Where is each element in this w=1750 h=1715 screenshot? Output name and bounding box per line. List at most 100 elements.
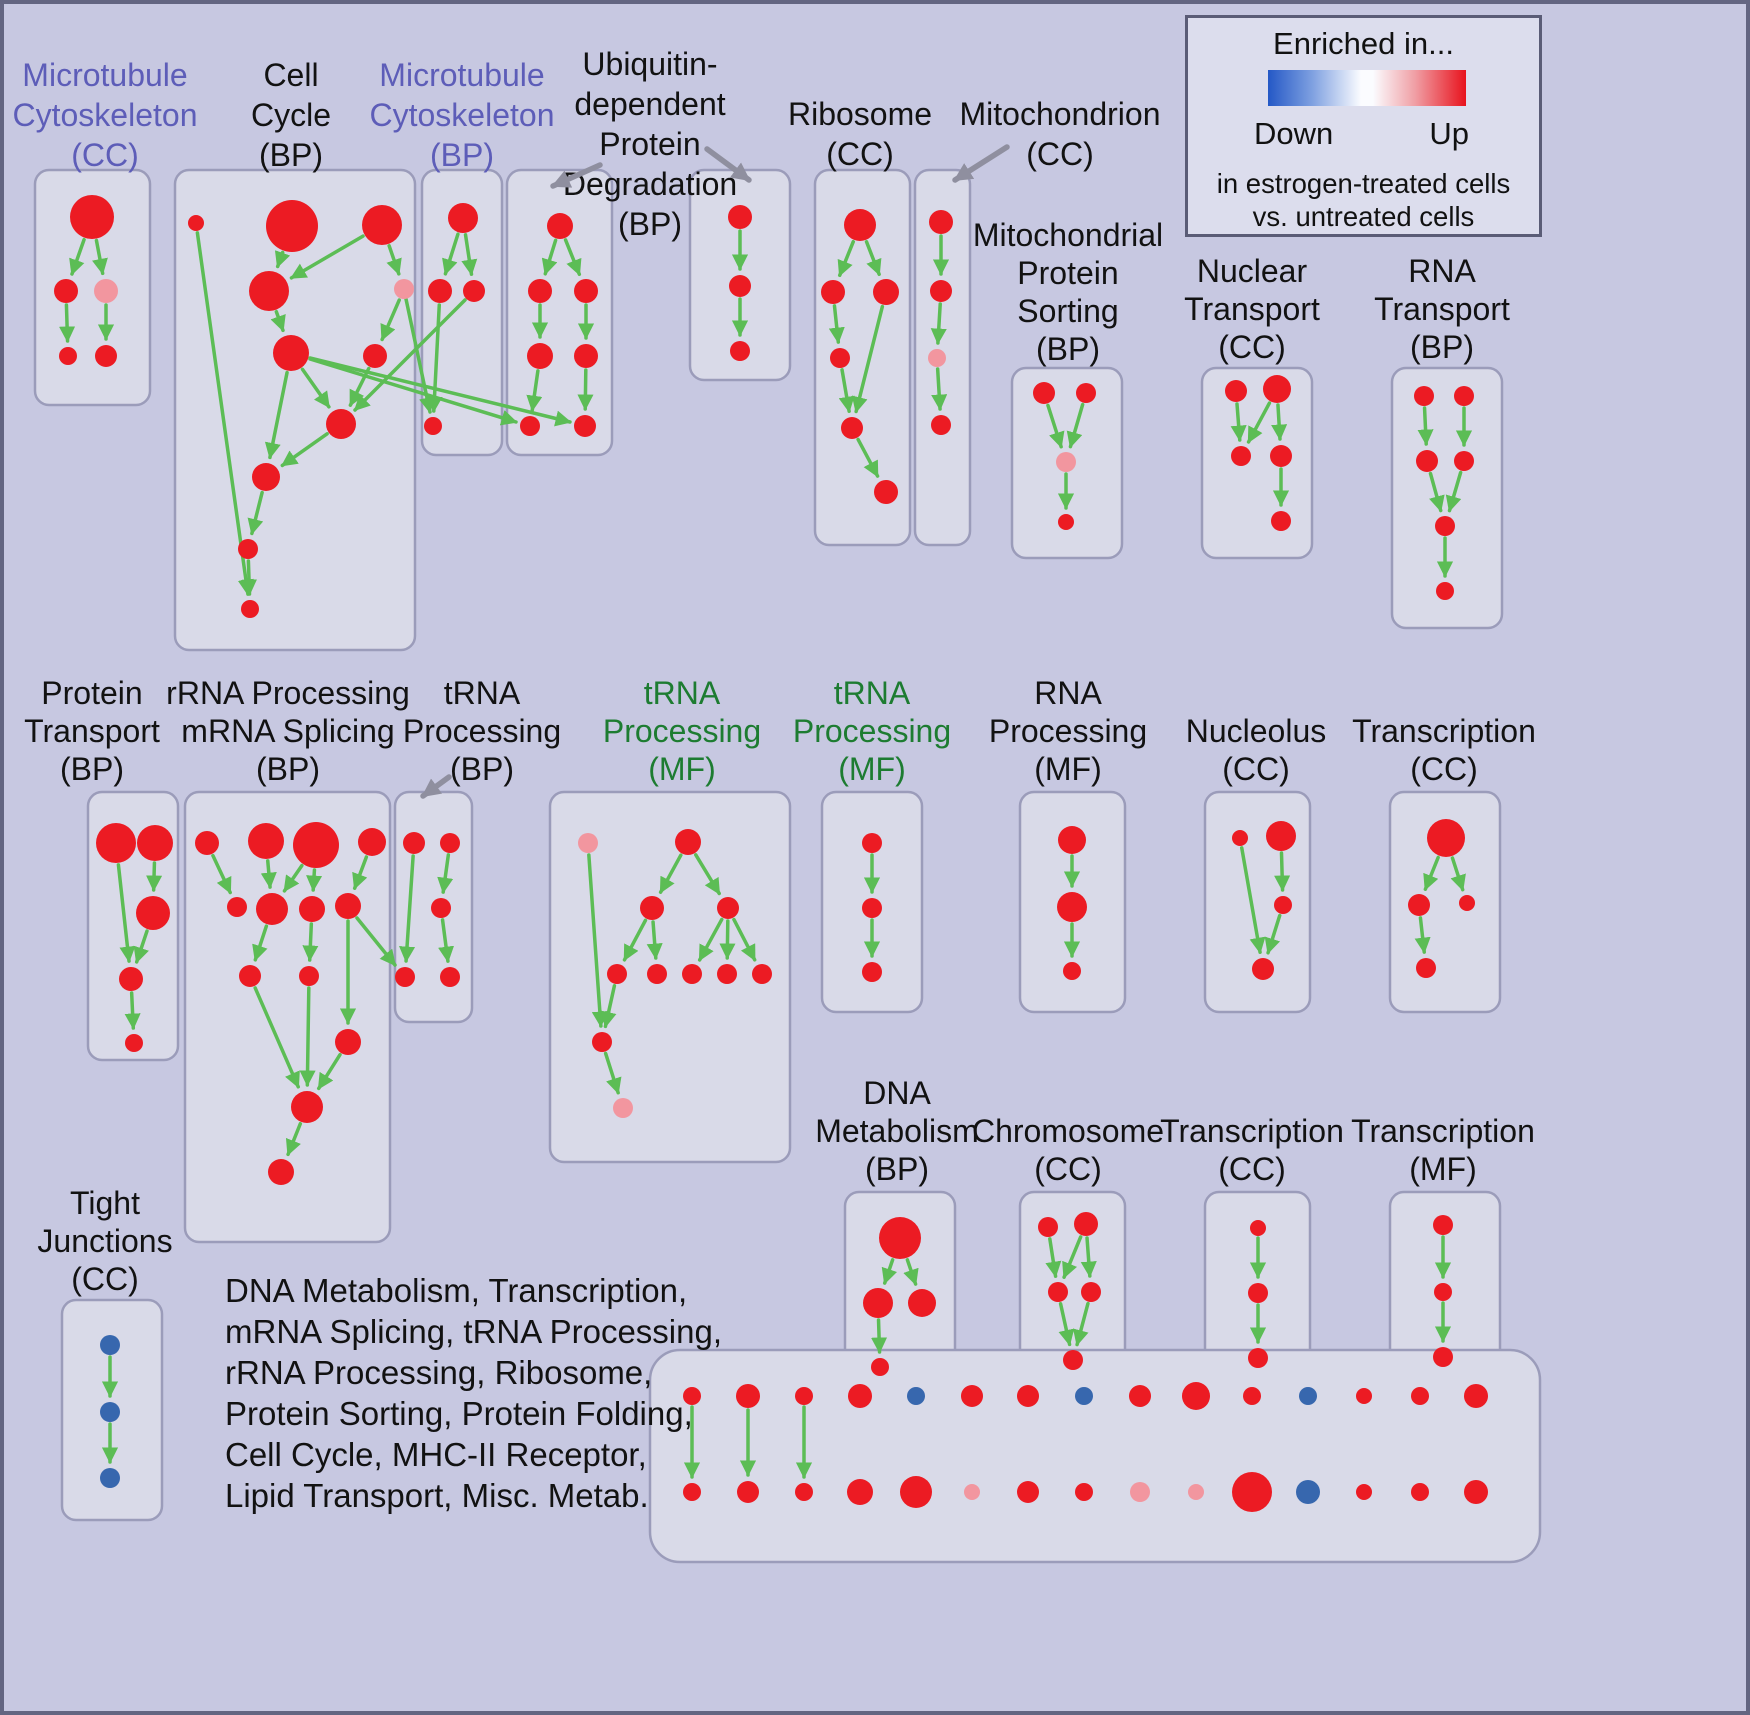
edge-microtubule-bp [442,232,460,276]
go-term-node-up [424,417,442,435]
cross-cluster-edge [404,297,435,414]
color-legend: Enriched in... Down Up in estrogen-treat… [1185,15,1542,237]
edges-layer [59,229,1473,1479]
go-term-node-pink [928,349,946,367]
edge-chromosome [1062,1235,1083,1279]
cross-cluster-edge [355,916,397,967]
label-transcription-cc-row3: Transcription(CC) [1160,1113,1344,1187]
edge-trna-processing-mf-large [587,853,608,1028]
go-term-node-up [640,896,664,920]
edge-cell-cycle [264,370,289,460]
go-term-node-up [54,279,78,303]
edge-rrna-mrna-splicing [299,986,316,1087]
go-term-node-up [862,962,882,982]
edge-rrna-mrna-splicing [352,855,369,890]
go-term-node-up [874,480,898,504]
go-term-node-pink [1056,452,1076,472]
go-term-node-up [863,1288,893,1318]
go-term-node-up [335,1029,361,1055]
edge-trna-processing-mf-large [622,918,648,962]
go-term-node-up [1416,450,1438,472]
edge-transcription-cc-row2 [1450,856,1466,892]
go-term-node-up [1250,1220,1266,1236]
go-term-node-up [574,344,598,368]
edge-transcription-cc-row2 [1414,916,1431,954]
edge-mito-protein-sorting [1046,403,1065,449]
edge-trna-processing-mf-large [719,919,736,960]
go-term-node-up [1433,1347,1453,1367]
go-term-node-up [1038,1217,1058,1237]
go-term-node-up [574,279,598,303]
go-term-node-up [1271,511,1291,531]
edge-trna-processing-bp [399,854,416,963]
go-term-node-up [70,195,114,239]
edge-ribosome [856,437,880,478]
edge-trna-processing-bp [437,853,454,894]
go-term-node-up [1017,1481,1039,1503]
go-term-node-up [1464,1480,1488,1504]
edge-trna-processing-mf-large [600,983,617,1029]
edge-protein-transport [124,991,141,1030]
edge-trna-processing-mf-large [658,853,683,894]
cluster-box-nuclear-transport [1200,366,1314,560]
edge-rrna-mrna-splicing [252,924,269,962]
edge-cell-cycle [289,234,365,280]
edge-cell-cycle [270,309,286,333]
go-term-node-up [1048,1282,1068,1302]
go-term-node-up [1232,1472,1272,1512]
cross-cluster-edge [308,357,518,426]
go-term-node-down [1075,1387,1093,1405]
go-term-node-up [675,829,701,855]
go-term-node-up [440,833,460,853]
go-term-node-up [547,213,573,239]
go-term-node-up [795,1483,813,1501]
cluster-box-microtubule-bp [420,168,504,457]
edge-protein-transport [116,863,136,963]
go-term-node-up [1454,451,1474,471]
go-term-node-up [527,343,553,369]
go-term-node-up [1434,1283,1452,1301]
go-term-node-up [1411,1387,1429,1405]
edge-cell-cycle [300,367,331,409]
go-term-node-up [395,967,415,987]
cross-cluster-edge [353,298,467,412]
legend-up-label: Up [1429,116,1469,151]
go-term-node-up [363,344,387,368]
go-term-node-up [931,415,951,435]
edge-rna-transport [1417,406,1434,446]
edge-nuclear-transport [1230,402,1247,442]
go-term-node-down [100,1335,120,1355]
edge-rrna-mrna-splicing [260,859,277,889]
edge-ubiquitin-a [577,368,594,411]
label-pointer-arrow [550,162,603,189]
go-term-node-up [1408,894,1430,916]
edge-trna-processing-mf-large [603,1051,622,1095]
edge-microtubule-bp [461,233,478,276]
go-term-node-pink [613,1098,633,1118]
edge-rrna-mrna-splicing [306,868,323,892]
edge-trna-processing-mf-large [732,917,757,962]
go-term-node-up [592,1032,612,1052]
edge-dna-metabolism [903,1258,919,1286]
legend-down-label: Down [1254,116,1334,151]
go-term-node-up [95,345,117,367]
edge-ubiquitin-a [526,369,543,412]
go-term-node-up [879,1217,921,1259]
nodes-layer [54,195,1488,1512]
legend-gradient-bar [1268,70,1466,106]
go-term-node-up [717,897,739,919]
edge-transcription-cc-row2 [1423,855,1440,891]
go-term-node-up [821,280,845,304]
go-term-node-up [59,347,77,365]
cluster-box-microtubule-cc [33,168,152,407]
edge-rrna-mrna-splicing [282,863,304,893]
go-term-node-up [848,1384,872,1408]
edge-nucleolus [1264,913,1282,955]
go-term-node-up [362,205,402,245]
